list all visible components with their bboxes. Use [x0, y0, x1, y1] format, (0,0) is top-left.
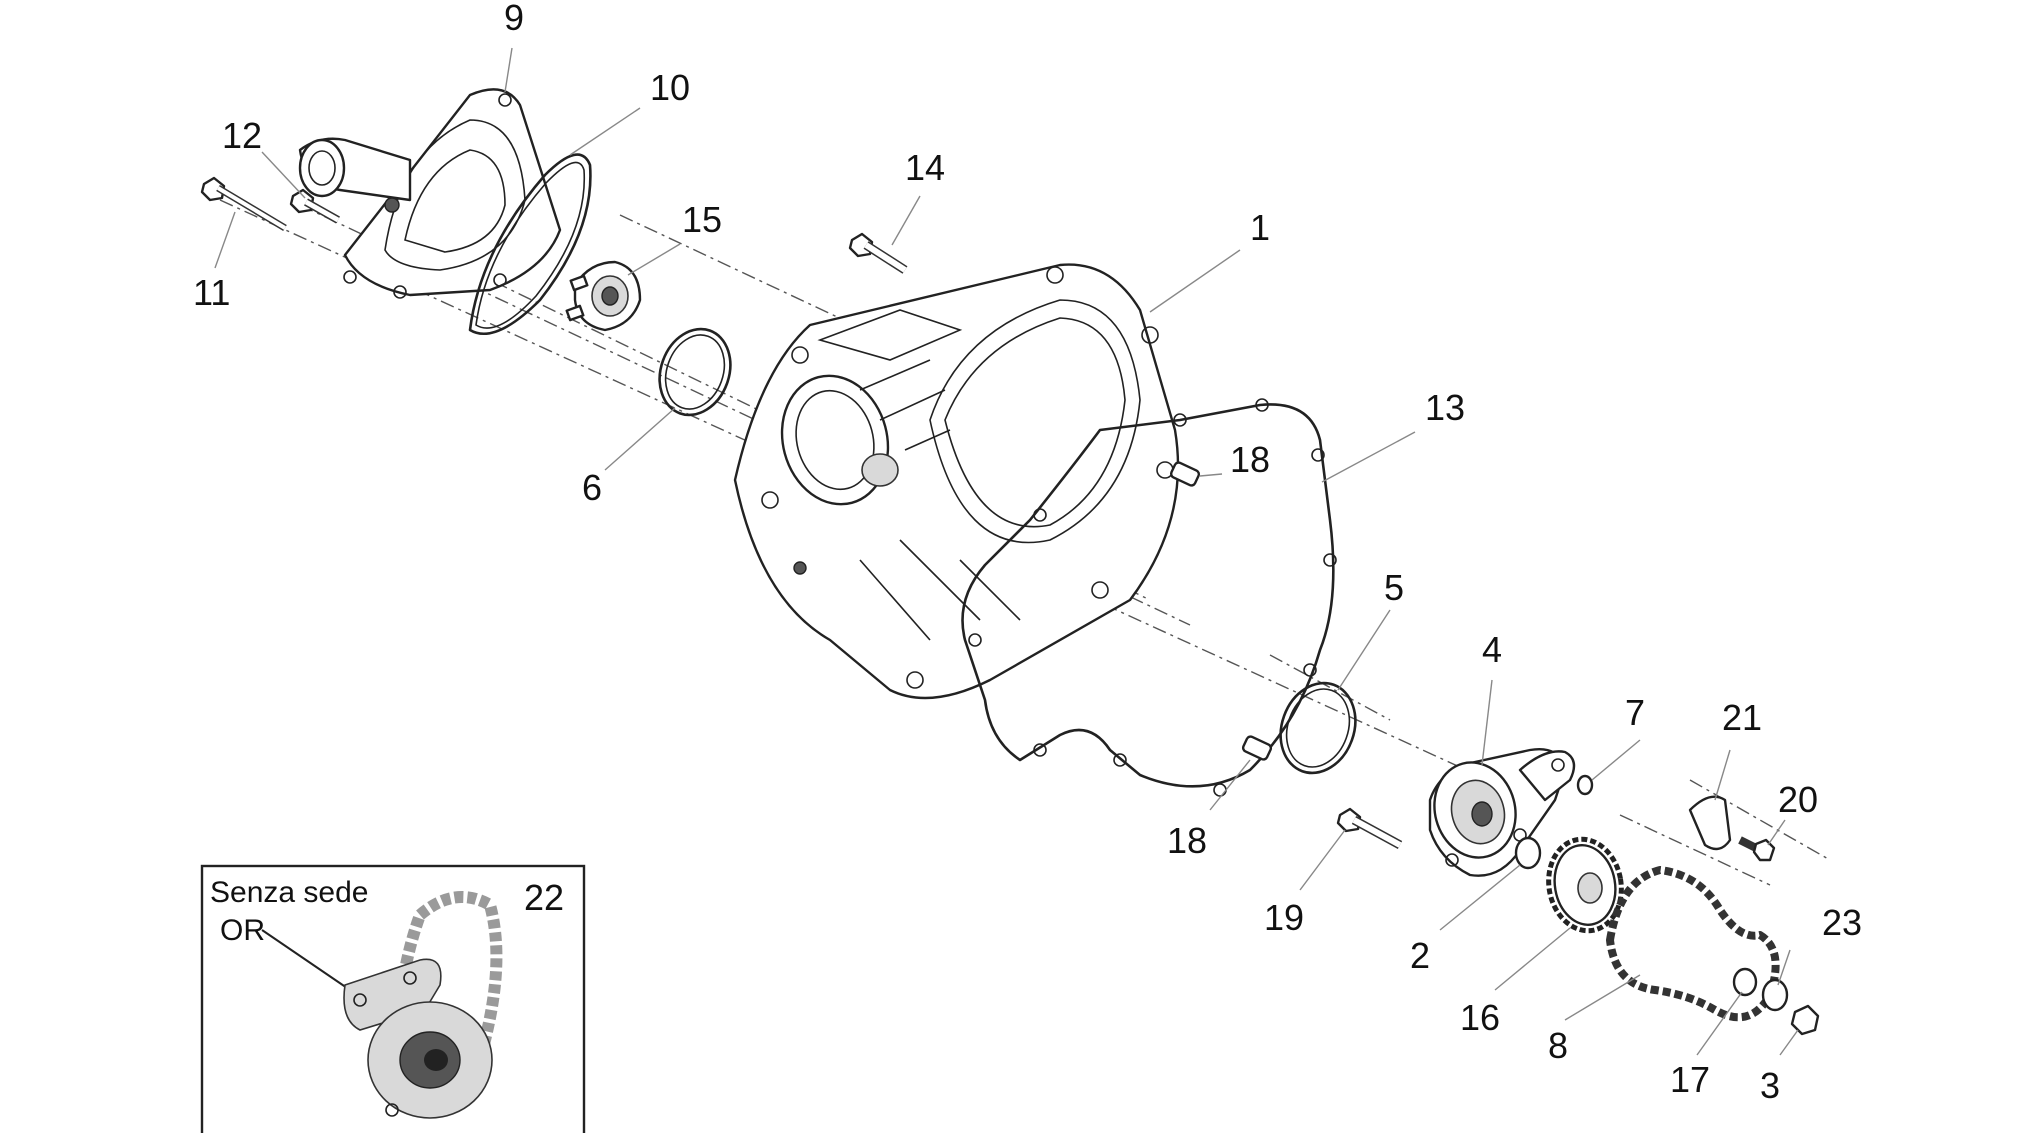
label-part-6: 6: [582, 467, 602, 508]
small-washer: [1576, 774, 1594, 796]
inset-oil-pump: [343, 958, 493, 1119]
water-pump-cover: [298, 88, 562, 299]
label-part-18-lower: 18: [1167, 820, 1207, 861]
label-part-23: 23: [1822, 902, 1862, 943]
label-part-9: 9: [504, 0, 524, 38]
pump-bolt: [1336, 807, 1403, 849]
label-part-3: 3: [1760, 1065, 1780, 1106]
label-part-8: 8: [1548, 1025, 1568, 1066]
label-part-16: 16: [1460, 997, 1500, 1038]
pump-impeller: [565, 260, 642, 332]
cover-gasket: [961, 403, 1335, 788]
sprocket-washer: [1732, 967, 1758, 997]
drive-chain: [1606, 866, 1780, 1022]
inset-note-line2: OR: [220, 914, 265, 947]
label-part-10: 10: [650, 67, 690, 108]
pump-washer: [1514, 836, 1542, 870]
label-part-15: 15: [682, 199, 722, 240]
cover-o-ring-inner: [475, 161, 586, 329]
label-part-19: 19: [1264, 897, 1304, 938]
label-part-5: 5: [1384, 567, 1404, 608]
label-part-13: 13: [1425, 387, 1465, 428]
oil-pump-o-ring: [1279, 681, 1357, 775]
label-part-12: 12: [222, 115, 262, 156]
label-part-14: 14: [905, 147, 945, 188]
leader-lines: [214, 47, 1799, 1056]
cover-gasket-holes: [968, 398, 1337, 797]
dowel-pin-upper: [1169, 461, 1201, 487]
clutch-cover: [733, 263, 1180, 700]
label-part-18-upper: 18: [1230, 439, 1270, 480]
label-part-1: 1: [1250, 207, 1270, 248]
variant-inset: Senza sede OR 22: [200, 864, 586, 1133]
small-o-ring: [658, 327, 732, 417]
label-part-17: 17: [1670, 1059, 1710, 1100]
label-part-21: 21: [1722, 697, 1762, 738]
part-number-labels: 9 10 12 11 15 6 14 1 13 18 5 4 7 21 20 1…: [193, 0, 1862, 1106]
label-part-4: 4: [1482, 629, 1502, 670]
label-part-7: 7: [1625, 692, 1645, 733]
inset-note-line1: Senza sede: [210, 876, 368, 909]
chain-guide: [1688, 795, 1732, 851]
label-part-2: 2: [1410, 935, 1430, 976]
oil-pump-body: [1428, 748, 1576, 877]
guide-screw: [1738, 836, 1776, 862]
sprocket-nut: [1790, 1004, 1820, 1036]
nut-washer: [1761, 978, 1789, 1012]
cover-bolt-long: [200, 176, 287, 232]
label-part-20: 20: [1778, 779, 1818, 820]
label-part-11: 11: [193, 272, 230, 313]
cover-bolt-short: [289, 188, 340, 224]
pump-sprocket: [1546, 836, 1624, 934]
cover-o-ring: [468, 153, 592, 335]
label-part-22: 22: [524, 877, 564, 918]
case-bolt: [848, 232, 908, 274]
dowel-pin-lower: [1241, 735, 1273, 761]
